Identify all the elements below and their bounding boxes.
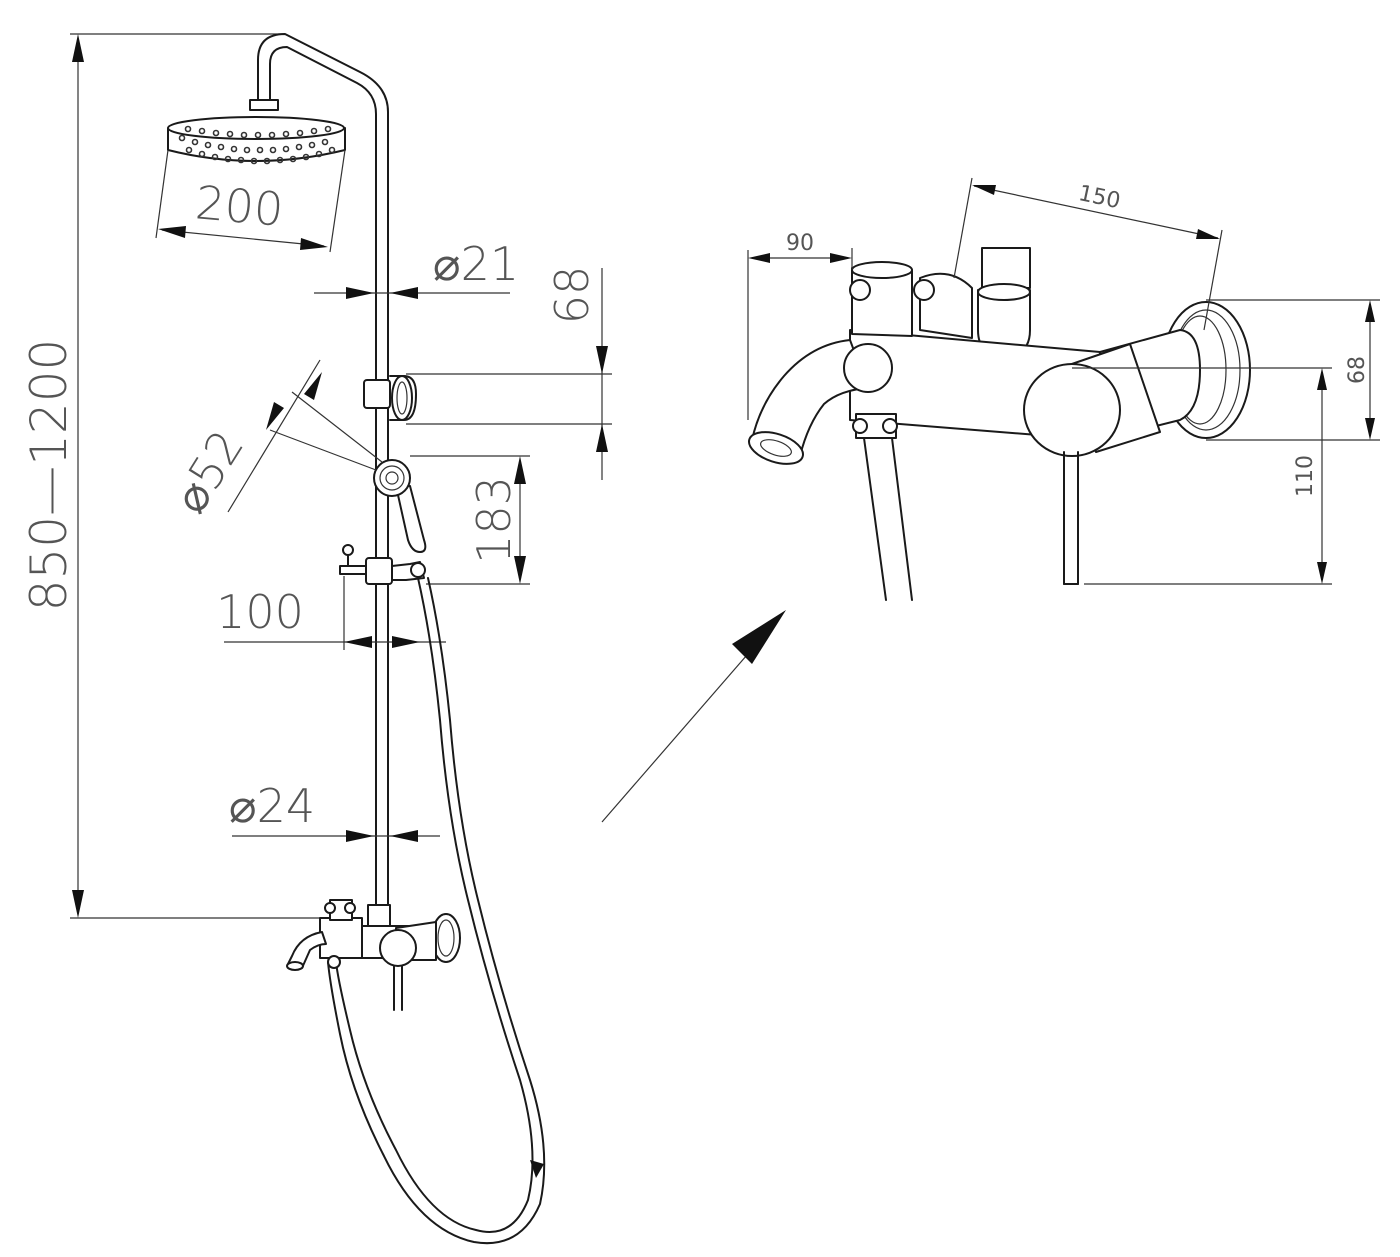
mixer-flange-label: 68 — [1345, 356, 1370, 384]
mixer-flange-dimension: 68 — [1206, 299, 1380, 441]
detail-pointer-arrow — [601, 610, 786, 823]
slider-offset-dimension: 100 — [216, 576, 446, 650]
mixer-spout-label: 90 — [786, 231, 814, 256]
hand-shower-height-dimension: 183 — [410, 455, 530, 585]
hand-shower — [373, 459, 427, 553]
slider-holder — [339, 544, 426, 585]
shower-head-nozzles — [178, 125, 336, 165]
mixer-handle-label: 110 — [1293, 455, 1318, 497]
slider-offset-label: 100 — [216, 585, 304, 639]
hand-shower-height-label: 183 — [467, 476, 521, 564]
pipe-diameter-top-dimension: ⌀21 — [314, 237, 519, 299]
hand-shower-diameter-dimension: ⌀52 — [163, 359, 383, 523]
pipe-diameter-top-label: ⌀21 — [433, 237, 519, 291]
head-width-dimension: 200 — [155, 149, 346, 253]
pipe-diameter-bottom-label: ⌀24 — [229, 779, 315, 833]
head-width-label: 200 — [193, 175, 285, 236]
wall-bracket — [363, 375, 417, 421]
mixer-detail — [748, 247, 1251, 601]
total-height-label: 850—1200 — [20, 339, 78, 612]
shower-hose — [327, 577, 546, 1245]
hand-shower-diameter-label: ⌀52 — [163, 421, 254, 523]
total-height-dimension: 850—1200 — [20, 33, 330, 919]
riser-pipe — [249, 33, 389, 906]
bracket-height-dimension: 68 — [406, 266, 612, 480]
bracket-height-label: 68 — [545, 266, 599, 325]
mixer-handle-dimension: 110 — [1072, 367, 1332, 585]
mixer-small — [286, 899, 461, 1011]
pipe-diameter-bottom-dimension: ⌀24 — [229, 779, 440, 842]
rain-shower-head — [167, 116, 346, 165]
mixer-spout-dimension: 90 — [747, 231, 853, 420]
